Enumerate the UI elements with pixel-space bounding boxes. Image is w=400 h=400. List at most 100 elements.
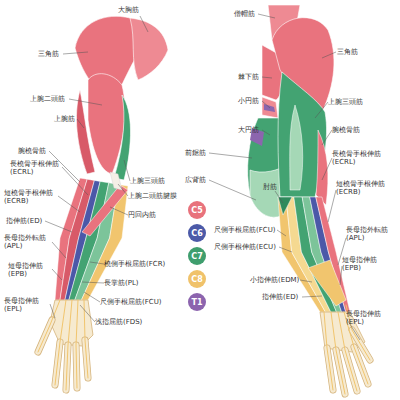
leader-line: [50, 304, 55, 318]
anconeus-muscle: [278, 197, 292, 215]
muscle-label: 尺側手根伸筋(ECU): [214, 243, 276, 251]
muscle-label: 小指伸筋(EDM): [250, 276, 299, 284]
muscle-label: 肘筋: [263, 183, 277, 191]
legend-text: C8: [191, 275, 202, 284]
leader-line: [124, 160, 130, 181]
legend-swatch: C7: [188, 247, 206, 265]
legend-swatch: C8: [188, 270, 206, 288]
muscle-label: 指伸筋(ED): [6, 217, 42, 225]
leader-line: [140, 16, 148, 32]
pronator-muscle: [82, 185, 128, 236]
muscle-label: 長橈骨手根伸筋 (ECRL): [332, 150, 390, 167]
muscle-label: 僧帽筋: [234, 10, 255, 18]
tendon-line: [38, 300, 60, 352]
leader-line: [62, 167, 88, 195]
muscle-label: 尺側手根屈筋(FCU): [214, 226, 276, 234]
muscle-label: 大胸筋: [118, 6, 139, 14]
muscle-label: 大円筋: [238, 126, 259, 134]
muscle-label: 前鋸筋: [185, 149, 206, 157]
leader-line: [118, 184, 128, 196]
tendon-line: [324, 312, 333, 390]
abductor-muscle: [308, 260, 346, 306]
finger-group: [324, 305, 370, 394]
legend-text: C7: [191, 252, 202, 261]
muscle-label: 小円筋: [238, 97, 259, 105]
finger-group: [38, 300, 88, 390]
leader-line: [279, 247, 292, 252]
muscle-label: 広背筋: [185, 176, 206, 184]
muscle-label: 円回内筋: [128, 211, 156, 219]
legend-swatch: C6: [188, 224, 206, 242]
triceps-muscle: [114, 95, 131, 180]
leader-line: [82, 282, 104, 283]
leader-line: [300, 280, 312, 282]
muscle-label: 三角筋: [337, 48, 358, 56]
tendon-line: [331, 312, 345, 394]
muscle-label: 長母指外転筋 (APL): [346, 226, 396, 243]
legend-text: C6: [191, 229, 202, 238]
muscle-label: 上腕三頭筋: [328, 98, 363, 106]
leader-line: [340, 266, 342, 285]
leader-line: [90, 262, 104, 264]
leader-line: [58, 196, 80, 212]
muscle-label: 腕橈骨筋: [332, 126, 360, 134]
muscle-label: 上腕筋: [54, 115, 75, 123]
legend-text: C5: [191, 206, 202, 215]
muscle-label: 三角筋: [38, 50, 59, 58]
leader-line: [45, 221, 72, 232]
leader-line: [328, 190, 336, 222]
leader-line: [110, 207, 128, 215]
leader-line: [69, 99, 102, 105]
muscle-label: 上腕二頭筋腱膜: [128, 192, 177, 200]
leader-line: [209, 153, 252, 158]
leader-lines: [45, 14, 360, 340]
leader-line: [322, 158, 332, 180]
leader-line: [277, 230, 286, 236]
muscle-label: 短母指伸筋 (EPB): [8, 262, 54, 279]
leader-line: [52, 242, 66, 258]
leader-line: [315, 102, 328, 118]
muscle-label: 浅指屈筋(FDS): [95, 318, 142, 326]
leader-line: [52, 269, 62, 280]
leader-line: [77, 119, 84, 128]
leader-line: [302, 296, 322, 297]
leader-line: [63, 52, 88, 54]
muscle-label: 上腕二頭筋: [30, 95, 65, 103]
muscle-label: 棘下筋: [238, 73, 259, 81]
triceps-tendon: [290, 105, 303, 190]
leader-line: [84, 292, 100, 302]
aponeurosis-tendon: [110, 172, 122, 190]
leader-line: [258, 14, 275, 18]
muscle-label: 短母指伸筋 (EPB): [342, 256, 390, 273]
muscle-label: 尺側手根屈筋(FCU): [100, 298, 162, 306]
brachioradialis-muscle: [316, 130, 328, 205]
pectoralis-muscle: [130, 18, 168, 80]
teres-minor-stripe: [264, 104, 275, 112]
teres-minor-muscle: [262, 97, 278, 118]
muscle-label: 長橈骨手根伸筋 (ECRL): [10, 160, 66, 177]
muscle-label: 長母指外転筋 (APL): [4, 234, 54, 251]
tendon-line: [76, 300, 78, 388]
muscle-label: 指伸筋(ED): [262, 293, 298, 301]
leader-line: [322, 130, 332, 145]
tendon-line: [66, 300, 72, 390]
muscle-label: 上腕三頭筋: [130, 177, 165, 185]
leader-line: [262, 130, 270, 135]
muscle-label: 橈側手根屈筋(FCR): [104, 260, 165, 268]
muscle-label: 長母指伸筋 (EPL): [4, 297, 50, 314]
muscle-label: 長掌筋(PL): [104, 279, 139, 287]
leader-line: [209, 180, 256, 200]
legend-swatch: C5: [188, 201, 206, 219]
muscle-label: 腕橈骨筋: [18, 147, 46, 155]
leader-line: [262, 101, 270, 108]
muscle-label: 短橈骨手根伸筋 (ECRB): [4, 189, 60, 206]
tendon-line: [55, 300, 66, 385]
legend-swatch: T1: [188, 293, 206, 311]
legend-text: T1: [191, 298, 202, 307]
leader-line: [262, 77, 272, 78]
leader-line: [322, 52, 336, 58]
muscle-label: 長母指伸筋 (EPL): [346, 310, 394, 327]
leader-line: [80, 305, 95, 322]
